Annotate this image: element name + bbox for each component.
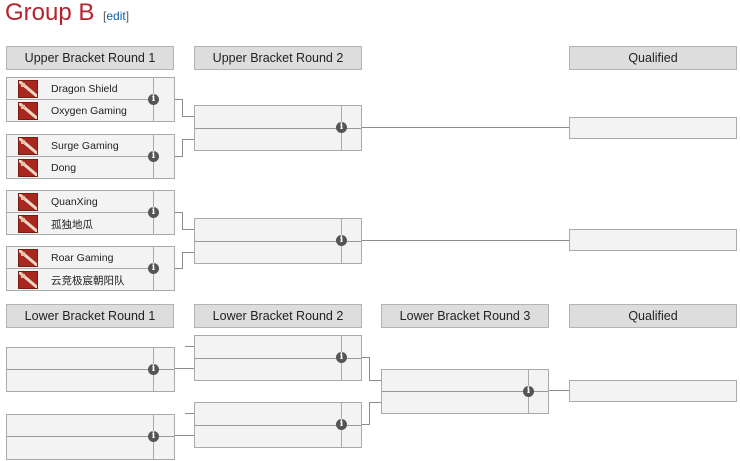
- connector: [182, 229, 194, 230]
- match-info-icon[interactable]: i: [336, 122, 347, 133]
- qualified-slot: [569, 229, 737, 251]
- header-upper-round-1: Upper Bracket Round 1: [6, 46, 174, 70]
- connector: [362, 127, 569, 128]
- ub1-match-3: QuanXing 孤独地瓜: [6, 190, 175, 235]
- connector: [182, 252, 194, 253]
- edit-link-wrapper: [edit]: [103, 9, 130, 23]
- team-row[interactable]: 云竞极宸朝阳队: [7, 269, 125, 291]
- team-name[interactable]: Oxygen Gaming: [51, 105, 127, 117]
- team-name[interactable]: Dragon Shield: [51, 83, 118, 95]
- dota2-logo-icon: [18, 159, 38, 177]
- connector: [362, 357, 370, 358]
- connector: [182, 139, 183, 157]
- dota2-logo-icon: [18, 271, 38, 289]
- header-qualified-lower: Qualified: [569, 304, 737, 328]
- lb1-match-2: [6, 414, 175, 460]
- match-info-icon[interactable]: i: [148, 364, 159, 375]
- connector: [175, 212, 183, 213]
- team-name[interactable]: 云竞极宸朝阳队: [51, 274, 125, 287]
- connector: [549, 390, 569, 391]
- team-name[interactable]: Dong: [51, 162, 77, 174]
- match-info-icon[interactable]: i: [148, 431, 159, 442]
- match-info-icon[interactable]: i: [523, 386, 534, 397]
- team-row[interactable]: Surge Gaming: [7, 135, 119, 157]
- qualified-slot: [569, 117, 737, 139]
- lb1-match-1: [6, 347, 175, 392]
- team-row[interactable]: QuanXing: [7, 191, 98, 213]
- ub1-match-4: Roar Gaming 云竞极宸朝阳队: [6, 246, 175, 291]
- ub1-match-1: Dragon Shield Oxygen Gaming: [6, 77, 175, 122]
- match-info-icon[interactable]: i: [336, 235, 347, 246]
- connector: [175, 435, 194, 436]
- ub1-match-2: Surge Gaming Dong: [6, 134, 175, 179]
- connector: [182, 139, 194, 140]
- connector: [182, 252, 183, 269]
- header-upper-round-2: Upper Bracket Round 2: [194, 46, 362, 70]
- header-lower-round-3: Lower Bracket Round 3: [381, 304, 549, 328]
- connector: [185, 413, 194, 414]
- connector: [182, 99, 183, 116]
- connector: [369, 380, 381, 381]
- team-row[interactable]: Dong: [7, 157, 76, 179]
- team-name[interactable]: Surge Gaming: [51, 140, 119, 152]
- connector: [175, 156, 183, 157]
- connector: [182, 116, 194, 117]
- dota2-logo-icon: [18, 137, 38, 155]
- connector: [175, 368, 194, 369]
- lb2-match-1: [194, 335, 362, 381]
- dota2-logo-icon: [18, 215, 38, 233]
- ub2-match-1: [194, 105, 362, 151]
- match-info-icon[interactable]: i: [148, 263, 159, 274]
- lb2-match-2: [194, 402, 362, 448]
- team-row[interactable]: Oxygen Gaming: [7, 100, 127, 122]
- team-row[interactable]: 孤独地瓜: [7, 213, 93, 235]
- team-row[interactable]: Roar Gaming: [7, 247, 113, 269]
- header-lower-round-2: Lower Bracket Round 2: [194, 304, 362, 328]
- team-name[interactable]: Roar Gaming: [51, 252, 114, 264]
- connector: [175, 268, 183, 269]
- connector: [369, 402, 381, 403]
- page-title: Group B: [5, 0, 95, 26]
- connector: [362, 240, 569, 241]
- connector: [182, 212, 183, 229]
- dota2-logo-icon: [18, 193, 38, 211]
- team-row[interactable]: Dragon Shield: [7, 78, 118, 100]
- ub2-match-2: [194, 218, 362, 264]
- dota2-logo-icon: [18, 80, 38, 98]
- lb3-match-1: [381, 369, 549, 414]
- dota2-logo-icon: [18, 102, 38, 120]
- match-info-icon[interactable]: i: [336, 352, 347, 363]
- header-lower-round-1: Lower Bracket Round 1: [6, 304, 174, 328]
- connector: [369, 402, 370, 425]
- qualified-slot: [569, 380, 737, 402]
- connector: [369, 357, 370, 380]
- dota2-logo-icon: [18, 249, 38, 267]
- match-info-icon[interactable]: i: [148, 94, 159, 105]
- header-qualified-upper: Qualified: [569, 46, 737, 70]
- team-name[interactable]: QuanXing: [51, 196, 98, 208]
- connector: [362, 424, 370, 425]
- match-info-icon[interactable]: i: [148, 151, 159, 162]
- connector: [175, 99, 183, 100]
- match-info-icon[interactable]: i: [336, 419, 347, 430]
- connector: [185, 346, 194, 347]
- match-info-icon[interactable]: i: [148, 207, 159, 218]
- edit-link[interactable]: edit: [106, 9, 126, 23]
- team-name[interactable]: 孤独地瓜: [51, 218, 93, 231]
